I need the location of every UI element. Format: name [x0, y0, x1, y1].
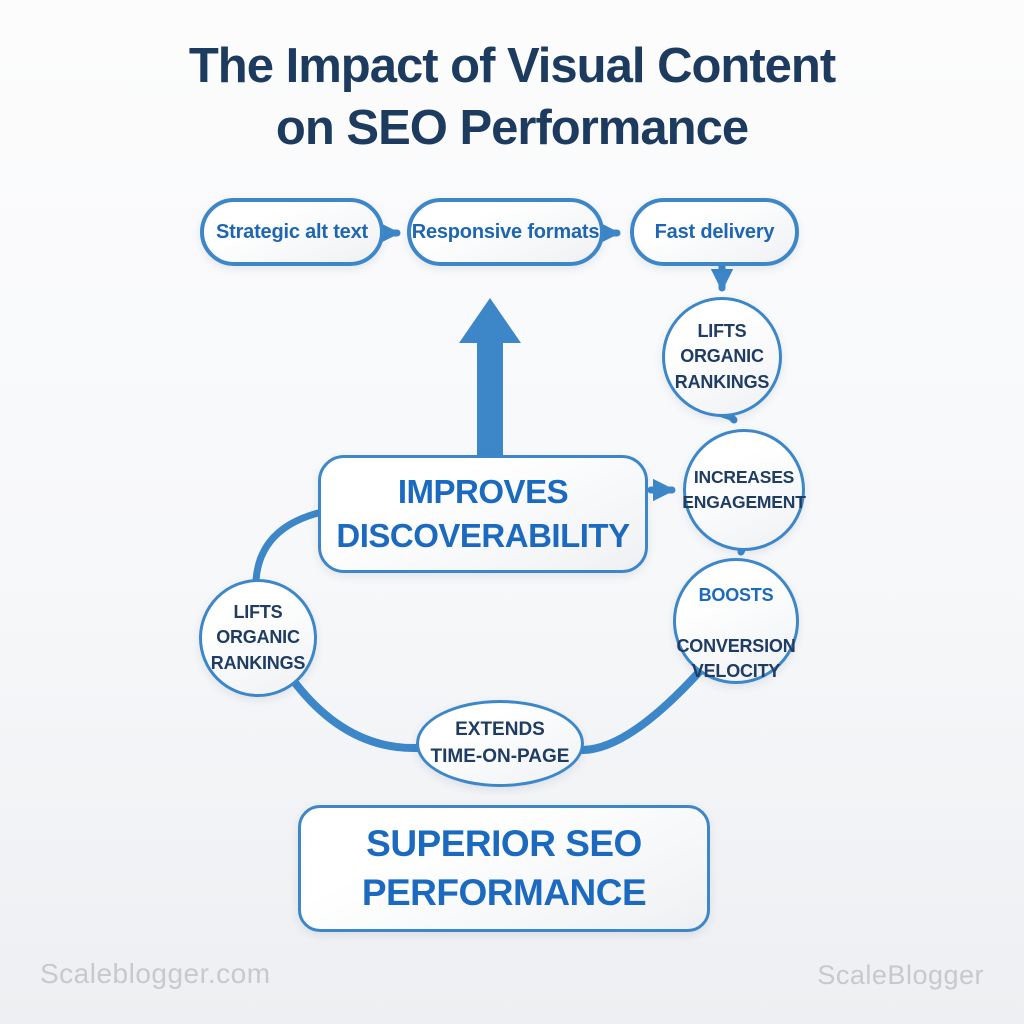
circle-boosts-conversion-velocity: BOOSTS CONVERSION VELOCITY — [673, 558, 799, 684]
circle-lifts-organic-rankings-right-label: LIFTS ORGANIC RANKINGS — [674, 320, 770, 392]
curve-improves-to-lifts-left — [252, 508, 326, 584]
pill-responsive-formats-label: Responsive formats — [411, 220, 600, 243]
page-title: The Impact of Visual Content on SEO Perf… — [0, 36, 1024, 159]
pill-strategic-alt-text-label: Strategic alt text — [215, 220, 368, 243]
box-superior-seo-performance-label: SUPERIOR SEO PERFORMANCE — [361, 822, 647, 913]
ellipse-extends-time-on-page-label: EXTENDS TIME-ON-PAGE — [430, 718, 570, 767]
circle-boosts-rest: CONVERSION VELOCITY — [676, 635, 796, 682]
pill-strategic-alt-text: Strategic alt text — [200, 198, 384, 266]
circle-increases-engagement-label: INCREASES ENGAGEMENT — [682, 467, 806, 512]
pill-responsive-formats: Responsive formats — [407, 198, 604, 266]
ellipse-extends-time-on-page: EXTENDS TIME-ON-PAGE — [416, 700, 584, 787]
pill-fast-delivery: Fast delivery — [630, 198, 799, 266]
box-improves-discoverability: IMPROVES DISCOVERABILITY — [318, 455, 648, 573]
curve-boosts-to-extends — [577, 667, 704, 755]
circle-lifts-organic-rankings-right: LIFTS ORGANIC RANKINGS — [662, 297, 782, 417]
page-title-line-1: The Impact of Visual Content — [188, 39, 836, 93]
big-up-arrow — [459, 298, 521, 456]
circle-lifts-organic-rankings-left: LIFTS ORGANIC RANKINGS — [199, 579, 317, 697]
circle-lifts-organic-rankings-left-label: LIFTS ORGANIC RANKINGS — [210, 601, 306, 673]
watermark-brand: ScaleBlogger — [817, 960, 984, 990]
watermark-site-url: Scaleblogger.com — [40, 958, 271, 989]
curve-lifts-left-to-extends — [292, 680, 422, 753]
box-improves-discoverability-label: IMPROVES DISCOVERABILITY — [336, 473, 630, 554]
circle-increases-engagement: INCREASES ENGAGEMENT — [682, 429, 806, 551]
circle-boosts-highlight: BOOSTS — [698, 584, 774, 605]
page-title-line-2: on SEO Performance — [275, 100, 749, 155]
box-superior-seo-performance: SUPERIOR SEO PERFORMANCE — [298, 805, 710, 932]
pill-fast-delivery-label: Fast delivery — [654, 220, 775, 243]
circle-boosts-conversion-velocity-label: BOOSTS CONVERSION VELOCITY — [676, 557, 795, 685]
